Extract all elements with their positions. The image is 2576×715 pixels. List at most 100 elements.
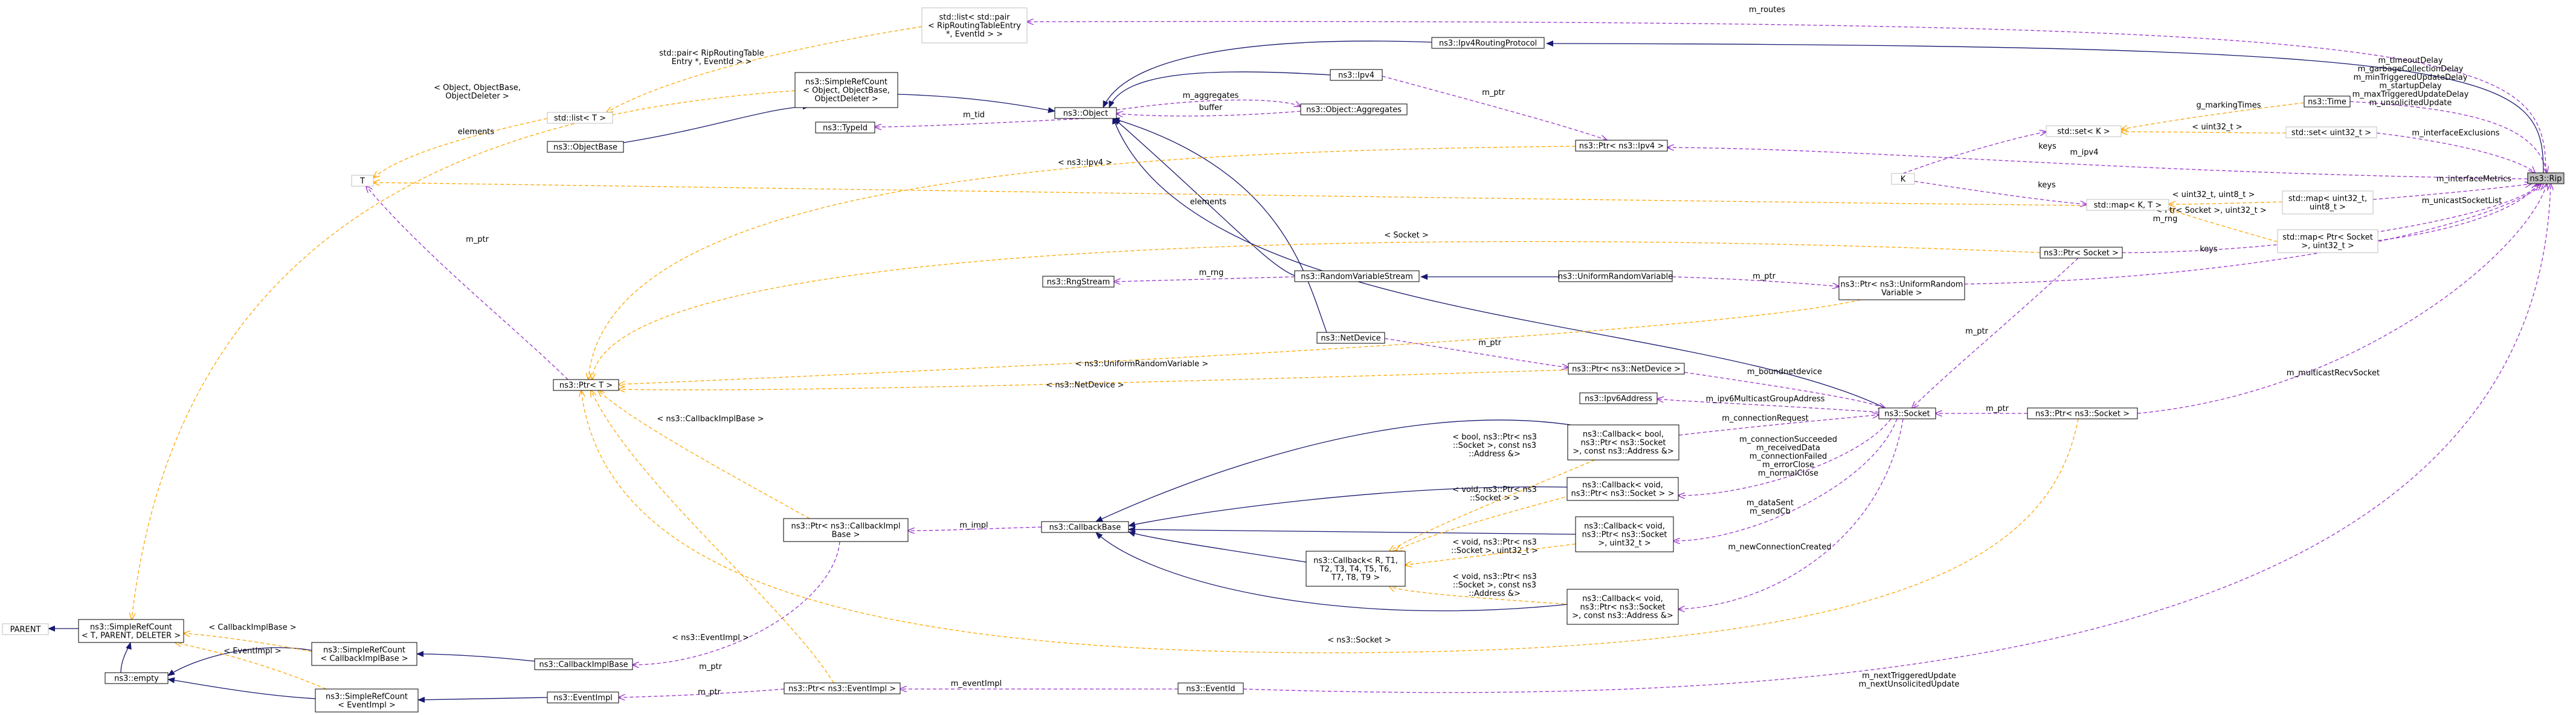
edge-cbimplbase-srccb [416, 651, 535, 662]
node-rvs[interactable]: ns3::RandomVariableStream [1294, 270, 1420, 282]
node-cbimplbase[interactable]: ns3::CallbackImplBase [534, 658, 633, 670]
edge-label-line: m_interfaceMetrics [2436, 175, 2512, 184]
node-ptrsocket2[interactable]: ns3::Ptr< ns3::Socket > [2027, 407, 2138, 419]
node-label: ns3::NetDevice [1321, 334, 1380, 343]
node-eventimpl[interactable]: ns3::EventImpl [547, 691, 619, 704]
node-ipv6addr[interactable]: ns3::Ipv6Address [1579, 392, 1658, 404]
edge-mapsock-rip [2377, 184, 2537, 241]
node-box [2285, 126, 2377, 138]
node-urv[interactable]: ns3::UniformRandomVariable [1558, 270, 1673, 282]
edge-netdevice-object [1112, 117, 1327, 333]
edge-label-line: buffer [1199, 103, 1223, 112]
node-cbbase[interactable]: ns3::CallbackBase [1041, 521, 1129, 533]
edge-label-line: elements [1190, 198, 1227, 207]
node-mapu32[interactable]: std::map< uint32_t,uint8_t > [2282, 190, 2374, 215]
node-box [2282, 190, 2374, 215]
edge-ipv4rp-object [1103, 40, 1436, 108]
node-box [1300, 103, 1408, 115]
edge-label-line: m_garbageCollectionDelay [2358, 65, 2464, 74]
edge-label-line: std::pair< RipRoutingTable [659, 49, 764, 58]
edge-label-line: < ns3::NetDevice > [1046, 381, 1124, 390]
node-cbvoid2[interactable]: ns3::Callback< void,ns3::Ptr< ns3::Socke… [1575, 516, 1674, 552]
edge-tpl-ptrT-sock1 [592, 241, 2041, 380]
node-ptrt[interactable]: ns3::Ptr< T > [553, 379, 619, 391]
node-srct[interactable]: ns3::SimpleRefCount< T, PARENT, DELETER … [78, 619, 184, 643]
node-object[interactable]: ns3::Object [1054, 107, 1117, 119]
node-label: < RipRoutingTableEntry [928, 22, 1021, 31]
node-label: PARENT [10, 626, 41, 635]
edge-label-line: m_rng [2153, 215, 2178, 224]
node-label: ns3::Callback< void, [1584, 522, 1665, 531]
node-parent[interactable]: PARENT [2, 623, 49, 635]
node-src[interactable]: ns3::SimpleRefCount< Object, ObjectBase,… [794, 72, 898, 108]
node-box [783, 518, 909, 542]
node-cbr[interactable]: ns3::Callback< R, T1,T2, T3, T4, T5, T6,… [1306, 551, 1406, 587]
edge-tpl-mapKT-mapu32 [2169, 202, 2283, 204]
edge-routes [1027, 22, 2546, 173]
edge-label-tpl-cbimpl: < ns3::CallbackImplBase > [657, 415, 764, 424]
node-label: ns3::SimpleRefCount [805, 78, 887, 87]
node-rngstream[interactable]: ns3::RngStream [1042, 276, 1115, 288]
node-box [2046, 125, 2122, 137]
edge-label-tpl-cbvoid2: < void, ns3::Ptr< ns3::Socket >, uint32_… [1451, 538, 1538, 555]
node-ptrsocket1[interactable]: ns3::Ptr< Socket > [2040, 247, 2123, 259]
edge-label-line: < ns3::Socket > [1327, 636, 1391, 645]
edge-label-line: m_ipv6MulticastGroupAddress [1705, 395, 1824, 404]
node-aggregates[interactable]: ns3::Object::Aggregates [1300, 103, 1408, 115]
node-srcev[interactable]: ns3::SimpleRefCount< EventImpl > [315, 688, 419, 713]
edge-tpl-ptrT-ipv4 [588, 146, 1576, 380]
edge-label-line: m_tid [963, 111, 985, 120]
edge-ipv4-ptripv4 [1382, 76, 1607, 140]
edge-label-line: m_startupDelay [2379, 82, 2442, 91]
node-listt[interactable]: std::list< T > [547, 112, 613, 124]
node-label: ns3::Ipv4 [1338, 71, 1374, 80]
edge-label-tpl-objdel: < Object, ObjectBase,ObjectDeleter > [434, 83, 521, 101]
edge-label-keys-mapKT: keys [2038, 181, 2056, 190]
node-cbvoid1[interactable]: ns3::Callback< void,ns3::Ptr< ns3::Socke… [1567, 477, 1679, 501]
node-netdevice[interactable]: ns3::NetDevice [1316, 332, 1385, 344]
node-mapkt[interactable]: std::map< K, T > [2086, 199, 2169, 211]
node-ptreventimpl[interactable]: ns3::Ptr< ns3::EventImpl > [784, 682, 901, 694]
edge-mapu32-rip [2372, 184, 2531, 200]
node-srccb[interactable]: ns3::SimpleRefCount< CallbackImplBase > [311, 642, 417, 666]
edge-label-line: m_receivedData [1756, 444, 1820, 453]
node-setu32[interactable]: std::set< uint32_t > [2285, 126, 2377, 138]
node-ptrcbimpl[interactable]: ns3::Ptr< ns3::CallbackImplBase > [783, 518, 909, 542]
node-mapsock[interactable]: std::map< Ptr< Socket>, uint32_t > [2277, 229, 2378, 253]
node-box [1567, 589, 1679, 625]
edge-label-tpl-srcev: < EventImpl > [224, 647, 282, 656]
node-rip[interactable]: ns3::Rip [2527, 172, 2565, 184]
node-k[interactable]: K [1891, 173, 1915, 185]
node-empty[interactable]: ns3::empty [105, 672, 169, 684]
node-typeid[interactable]: ns3::TypeId [815, 121, 875, 134]
node-box [1306, 551, 1406, 587]
node-ptrnetdevice[interactable]: ns3::Ptr< ns3::NetDevice > [1568, 363, 1685, 375]
node-ptrurv[interactable]: ns3::Ptr< ns3::UniformRandomVariable > [1838, 276, 1965, 300]
edge-label-tpl-ipv4: < ns3::Ipv4 > [1058, 158, 1112, 167]
edge-label-tpl-nd: < ns3::NetDevice > [1046, 381, 1124, 390]
edge-label-eventimpl: m_eventImpl [951, 679, 1002, 688]
edge-label-line: m_newConnectionCreated [1728, 543, 1831, 552]
node-t[interactable]: T [351, 175, 374, 187]
node-ptripv4[interactable]: ns3::Ptr< ns3::Ipv4 > [1575, 140, 1668, 152]
node-cbvoid3[interactable]: ns3::Callback< void,ns3::Ptr< ns3::Socke… [1567, 589, 1679, 625]
node-label: ns3::Ptr< Socket > [2044, 249, 2119, 258]
node-socket[interactable]: ns3::Socket [1878, 407, 1936, 419]
edge-eventimpl-srcev [417, 696, 548, 703]
edge-label-line: m_multicastRecvSocket [2287, 369, 2380, 378]
node-eventid[interactable]: ns3::EventId [1177, 682, 1244, 694]
node-cbbool[interactable]: ns3::Callback< bool,ns3::Ptr< ns3::Socke… [1567, 424, 1679, 461]
node-time[interactable]: ns3::Time [2304, 95, 2351, 108]
edge-cbbool-socket [1678, 415, 1879, 436]
node-ipv4rp[interactable]: ns3::Ipv4RoutingProtocol [1431, 37, 1545, 49]
node-objectbase[interactable]: ns3::ObjectBase [547, 141, 624, 153]
edge-tpl-ptrT-ps2 [581, 390, 2079, 653]
node-ipv4[interactable]: ns3::Ipv4 [1330, 69, 1383, 81]
node-pairroutes[interactable]: std::list< std::pair< RipRoutingTableEnt… [921, 7, 1028, 44]
node-box [1054, 107, 1117, 119]
node-box [2304, 95, 2351, 108]
edge-label-tpl-cbvoid3: < void, ns3::Ptr< ns3::Socket >, const n… [1452, 572, 1536, 598]
node-setk[interactable]: std::set< K > [2046, 125, 2122, 137]
